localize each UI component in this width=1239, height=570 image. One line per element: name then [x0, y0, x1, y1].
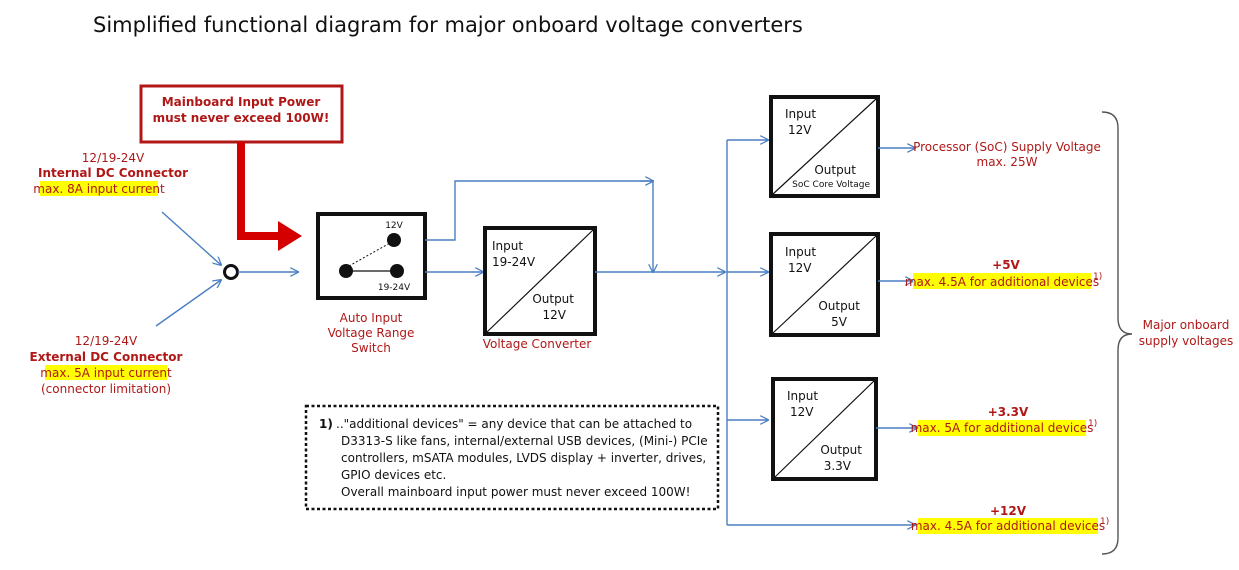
note-line2: D3313-S like fans, internal/external USB… — [341, 434, 708, 448]
3v3-rail-label: +3.3V — [988, 405, 1029, 419]
note-line3: controllers, mSATA modules, LVDS display… — [341, 451, 706, 465]
3v3-conv-output-label: Output — [820, 443, 862, 457]
page-title: Simplified functional diagram for major … — [93, 13, 803, 37]
3v3-conv-output-value: 3.3V — [824, 459, 852, 473]
brace-label-2: supply voltages — [1139, 334, 1233, 348]
warning-line2: must never exceed 100W! — [153, 111, 330, 125]
supply-voltages-brace — [1101, 111, 1133, 555]
internal-name: Internal DC Connector — [38, 166, 188, 180]
12v-rail-label: +12V — [990, 504, 1027, 518]
switch-caption-3: Switch — [351, 341, 391, 355]
5v-rail-label: +5V — [992, 258, 1020, 272]
main-conv-output-value: 12V — [543, 308, 567, 322]
switch-label-12v: 12V — [385, 221, 403, 231]
5v-conv-input-label: Input — [785, 245, 816, 259]
note-line4: GPIO devices etc. — [341, 468, 446, 482]
brace-label-1: Major onboard — [1143, 318, 1230, 332]
main-conv-caption: Voltage Converter — [483, 337, 592, 351]
note-line1: .."additional devices" = any device that… — [336, 417, 692, 431]
auto-input-voltage-switch: 12V 19-24V Auto Input Voltage Range Swit… — [316, 212, 427, 355]
warning-arrow — [237, 142, 302, 251]
soc-conv-input-label: Input — [785, 107, 816, 121]
5v-conv-output-value: 5V — [831, 315, 848, 329]
3v3-footnote: 1) — [1088, 419, 1097, 429]
main-voltage-converter: Input 19-24V Output 12V Voltage Converte… — [483, 226, 597, 351]
switch-label-19-24v: 19-24V — [378, 283, 411, 293]
external-input-wire — [155, 280, 221, 327]
switch-caption-2: Voltage Range — [328, 326, 415, 340]
soc-dest-line1: Processor (SoC) Supply Voltage — [913, 140, 1101, 154]
5v-voltage-converter: Input 12V Output 5V — [769, 232, 880, 337]
internal-input-wire — [161, 211, 221, 265]
12v-footnote: 1) — [1100, 517, 1109, 527]
main-conv-input-value: 19-24V — [492, 255, 536, 269]
external-limitation: (connector limitation) — [41, 382, 171, 396]
input-junction-node — [223, 264, 239, 280]
soc-conv-output-label: Output — [814, 163, 856, 177]
bypass-12v-wire — [425, 180, 653, 241]
3v3-dest: max. 5A for additional devices — [911, 421, 1094, 435]
note-line5: Overall mainboard input power must never… — [341, 485, 690, 499]
external-current: max. 5A input current — [40, 366, 172, 380]
12v-dest: max. 4.5A for additional devices — [911, 519, 1105, 533]
5v-conv-input-value: 12V — [788, 261, 812, 275]
internal-current: max. 8A input current — [33, 182, 165, 196]
soc-voltage-converter: Input 12V Output SoC Core Voltage — [769, 95, 880, 198]
switch-caption-1: Auto Input — [340, 311, 403, 325]
5v-dest: max. 4.5A for additional devices — [905, 275, 1099, 289]
main-conv-input-label: Input — [492, 239, 523, 253]
note-marker: 1) — [319, 417, 333, 431]
5v-conv-output-label: Output — [818, 299, 860, 313]
soc-conv-input-value: 12V — [788, 123, 812, 137]
external-dc-connector: 12/19-24V External DC Connector max. 5A … — [30, 334, 183, 396]
3v3-voltage-converter: Input 12V Output 3.3V — [771, 377, 878, 481]
external-voltage: 12/19-24V — [75, 334, 138, 348]
soc-dest-line2: max. 25W — [977, 155, 1038, 169]
3v3-conv-input-label: Input — [787, 389, 818, 403]
warning-line1: Mainboard Input Power — [162, 95, 321, 109]
main-conv-output-label: Output — [532, 292, 574, 306]
external-name: External DC Connector — [30, 350, 183, 364]
footnote-box: 1) .."additional devices" = any device t… — [304, 404, 720, 511]
internal-voltage: 12/19-24V — [82, 151, 145, 165]
soc-conv-output-sub: SoC Core Voltage — [792, 180, 870, 190]
internal-dc-connector: 12/19-24V Internal DC Connector max. 8A … — [33, 151, 188, 196]
power-warning: Mainboard Input Power must never exceed … — [139, 84, 344, 144]
3v3-conv-input-value: 12V — [790, 405, 814, 419]
5v-footnote: 1) — [1093, 272, 1102, 282]
